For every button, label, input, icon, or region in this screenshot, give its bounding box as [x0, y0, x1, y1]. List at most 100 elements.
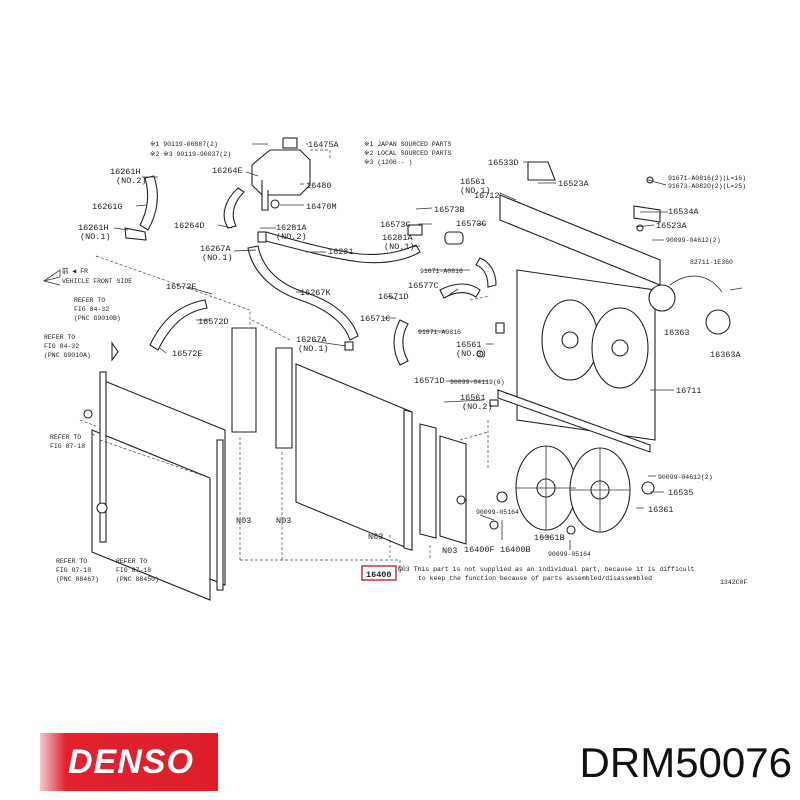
part-label: 16267A	[200, 244, 232, 254]
part-label: 16711	[676, 386, 702, 396]
refer-label: REFER TO	[50, 434, 81, 441]
part-label: 16572E	[166, 282, 197, 292]
part-label: 16573B	[434, 205, 465, 215]
part-label: 90099-04119(6)	[450, 379, 505, 386]
note-text: ※3 (1206 - )	[364, 159, 412, 166]
refer-label: (PNC 88450)	[116, 576, 159, 583]
part-label: N03	[442, 546, 457, 556]
part-label: (NO.1)	[298, 344, 329, 354]
highlight-box	[361, 565, 397, 581]
refer-label: REFER TO	[56, 558, 87, 565]
part-label: 91671-A0816(2)(L=16)	[668, 175, 746, 182]
leader-lines	[43, 143, 674, 575]
part-label: 82711-1E360	[690, 259, 733, 266]
part-label: 16573C	[380, 220, 411, 230]
part-label: 16261H	[110, 167, 141, 177]
part-label: 16480	[306, 181, 332, 191]
note-text: N03 This part is not supplied as an indi…	[398, 566, 695, 573]
part-label: 16571D	[414, 376, 445, 386]
refer-label: (PNC G9010A)	[44, 352, 91, 359]
part-label: 91671-A0816	[420, 268, 463, 275]
part-label: N03	[276, 516, 291, 526]
part-label: 16363	[664, 328, 690, 338]
part-label: 16571C	[360, 314, 391, 324]
part-label: 16400B	[500, 545, 531, 555]
part-label: 16571D	[378, 292, 409, 302]
part-label: 16572E	[172, 349, 203, 359]
part-label: 16361	[648, 505, 674, 515]
part-label: 91673-A0820(2)(L=25)	[668, 183, 746, 190]
part-label: N03	[236, 516, 251, 526]
note-text: ※1 90119-06887(2)	[150, 141, 218, 148]
part-label: 16475A	[308, 140, 340, 150]
part-label: 16523A	[558, 179, 590, 189]
part-label: (NO.1)	[384, 242, 415, 252]
part-label: N03	[368, 532, 383, 542]
note-text: VEHICLE FRONT SIDE	[62, 278, 132, 285]
reservoir-tank-drawing	[251, 137, 311, 211]
part-label: (NO.1)	[80, 232, 111, 242]
note-text: to keep the function because of parts as…	[418, 575, 652, 582]
brand-logo: DENSO	[68, 743, 194, 781]
refer-label: FIG 84-32	[74, 306, 109, 313]
part-label-highlighted: 16400	[366, 570, 392, 580]
refer-label: FIG 84-32	[44, 343, 79, 350]
part-label: (NO.2)	[462, 402, 493, 412]
brand-logo-band	[40, 733, 218, 791]
part-label: 16523A	[656, 221, 688, 231]
part-label: 16534A	[668, 207, 700, 217]
note-text: 前 ◀ FR	[62, 266, 88, 275]
part-label: 91671-A0816	[418, 329, 461, 336]
part-label: 16561	[460, 177, 486, 187]
part-label: 90099-05164	[548, 551, 591, 558]
part-label: 16281A	[382, 233, 414, 243]
hose-drawings	[124, 175, 497, 366]
note-text: ※1 JAPAN SOURCED PARTS	[364, 141, 451, 148]
loose-fan-drawings	[489, 445, 655, 535]
diagram-notes: ※1 90119-06887(2) ※2 ※3 90119-90037(2) ※…	[62, 141, 695, 582]
part-label: (NO.1)	[202, 253, 233, 263]
refer-label: REFER TO	[44, 334, 75, 341]
part-label: 16577C	[408, 281, 439, 291]
part-label: 90099-04612(2)	[666, 237, 721, 244]
part-label: (NO.1)	[460, 186, 491, 196]
part-label: 16264D	[174, 221, 205, 231]
part-label: 16363A	[710, 350, 742, 360]
refer-label: FIG 87-18	[50, 443, 85, 450]
fan-shroud-drawing	[497, 194, 743, 453]
part-label: 16281	[328, 247, 354, 257]
refer-label: REFER TO	[74, 297, 105, 304]
refer-label: REFER TO	[116, 558, 147, 565]
refer-label: (PNC G9010B)	[74, 315, 121, 322]
radiator-drawing	[231, 327, 467, 551]
part-number: DRM50076	[579, 739, 792, 786]
refer-label: FIG 87-18	[116, 567, 151, 574]
refer-label: (PNC 88467)	[56, 576, 99, 583]
condenser-drawing	[83, 341, 226, 601]
part-label: 16264E	[212, 166, 243, 176]
part-label: 16267A	[296, 335, 328, 345]
part-label: 16712	[474, 191, 500, 201]
note-text: ※2 LOCAL SOURCED PARTS	[364, 150, 451, 157]
part-label: 16533D	[488, 158, 519, 168]
part-label: 16261G	[92, 202, 123, 212]
small-part-drawings	[476, 161, 661, 407]
part-label: 16261H	[78, 223, 109, 233]
part-label: 16281A	[276, 223, 308, 233]
part-label: 16561	[460, 393, 486, 403]
part-label: 16267K	[300, 288, 332, 298]
part-label: 90099-04612(2)	[658, 474, 713, 481]
part-label: 16361B	[534, 533, 565, 543]
part-label: 16561	[456, 340, 482, 350]
part-label: 16470M	[306, 202, 337, 212]
refer-label: FIG 87-18	[56, 567, 91, 574]
diagram-code: 1342C0F	[720, 579, 747, 586]
part-label: 16535	[668, 488, 694, 498]
part-label: 90099-05164	[476, 509, 519, 516]
part-label: 16573C	[456, 219, 487, 229]
part-label: (NO.2)	[116, 176, 147, 186]
part-label: (NO.2)	[276, 232, 307, 242]
part-label: 16572D	[198, 317, 229, 327]
part-label: 16400F	[464, 545, 495, 555]
